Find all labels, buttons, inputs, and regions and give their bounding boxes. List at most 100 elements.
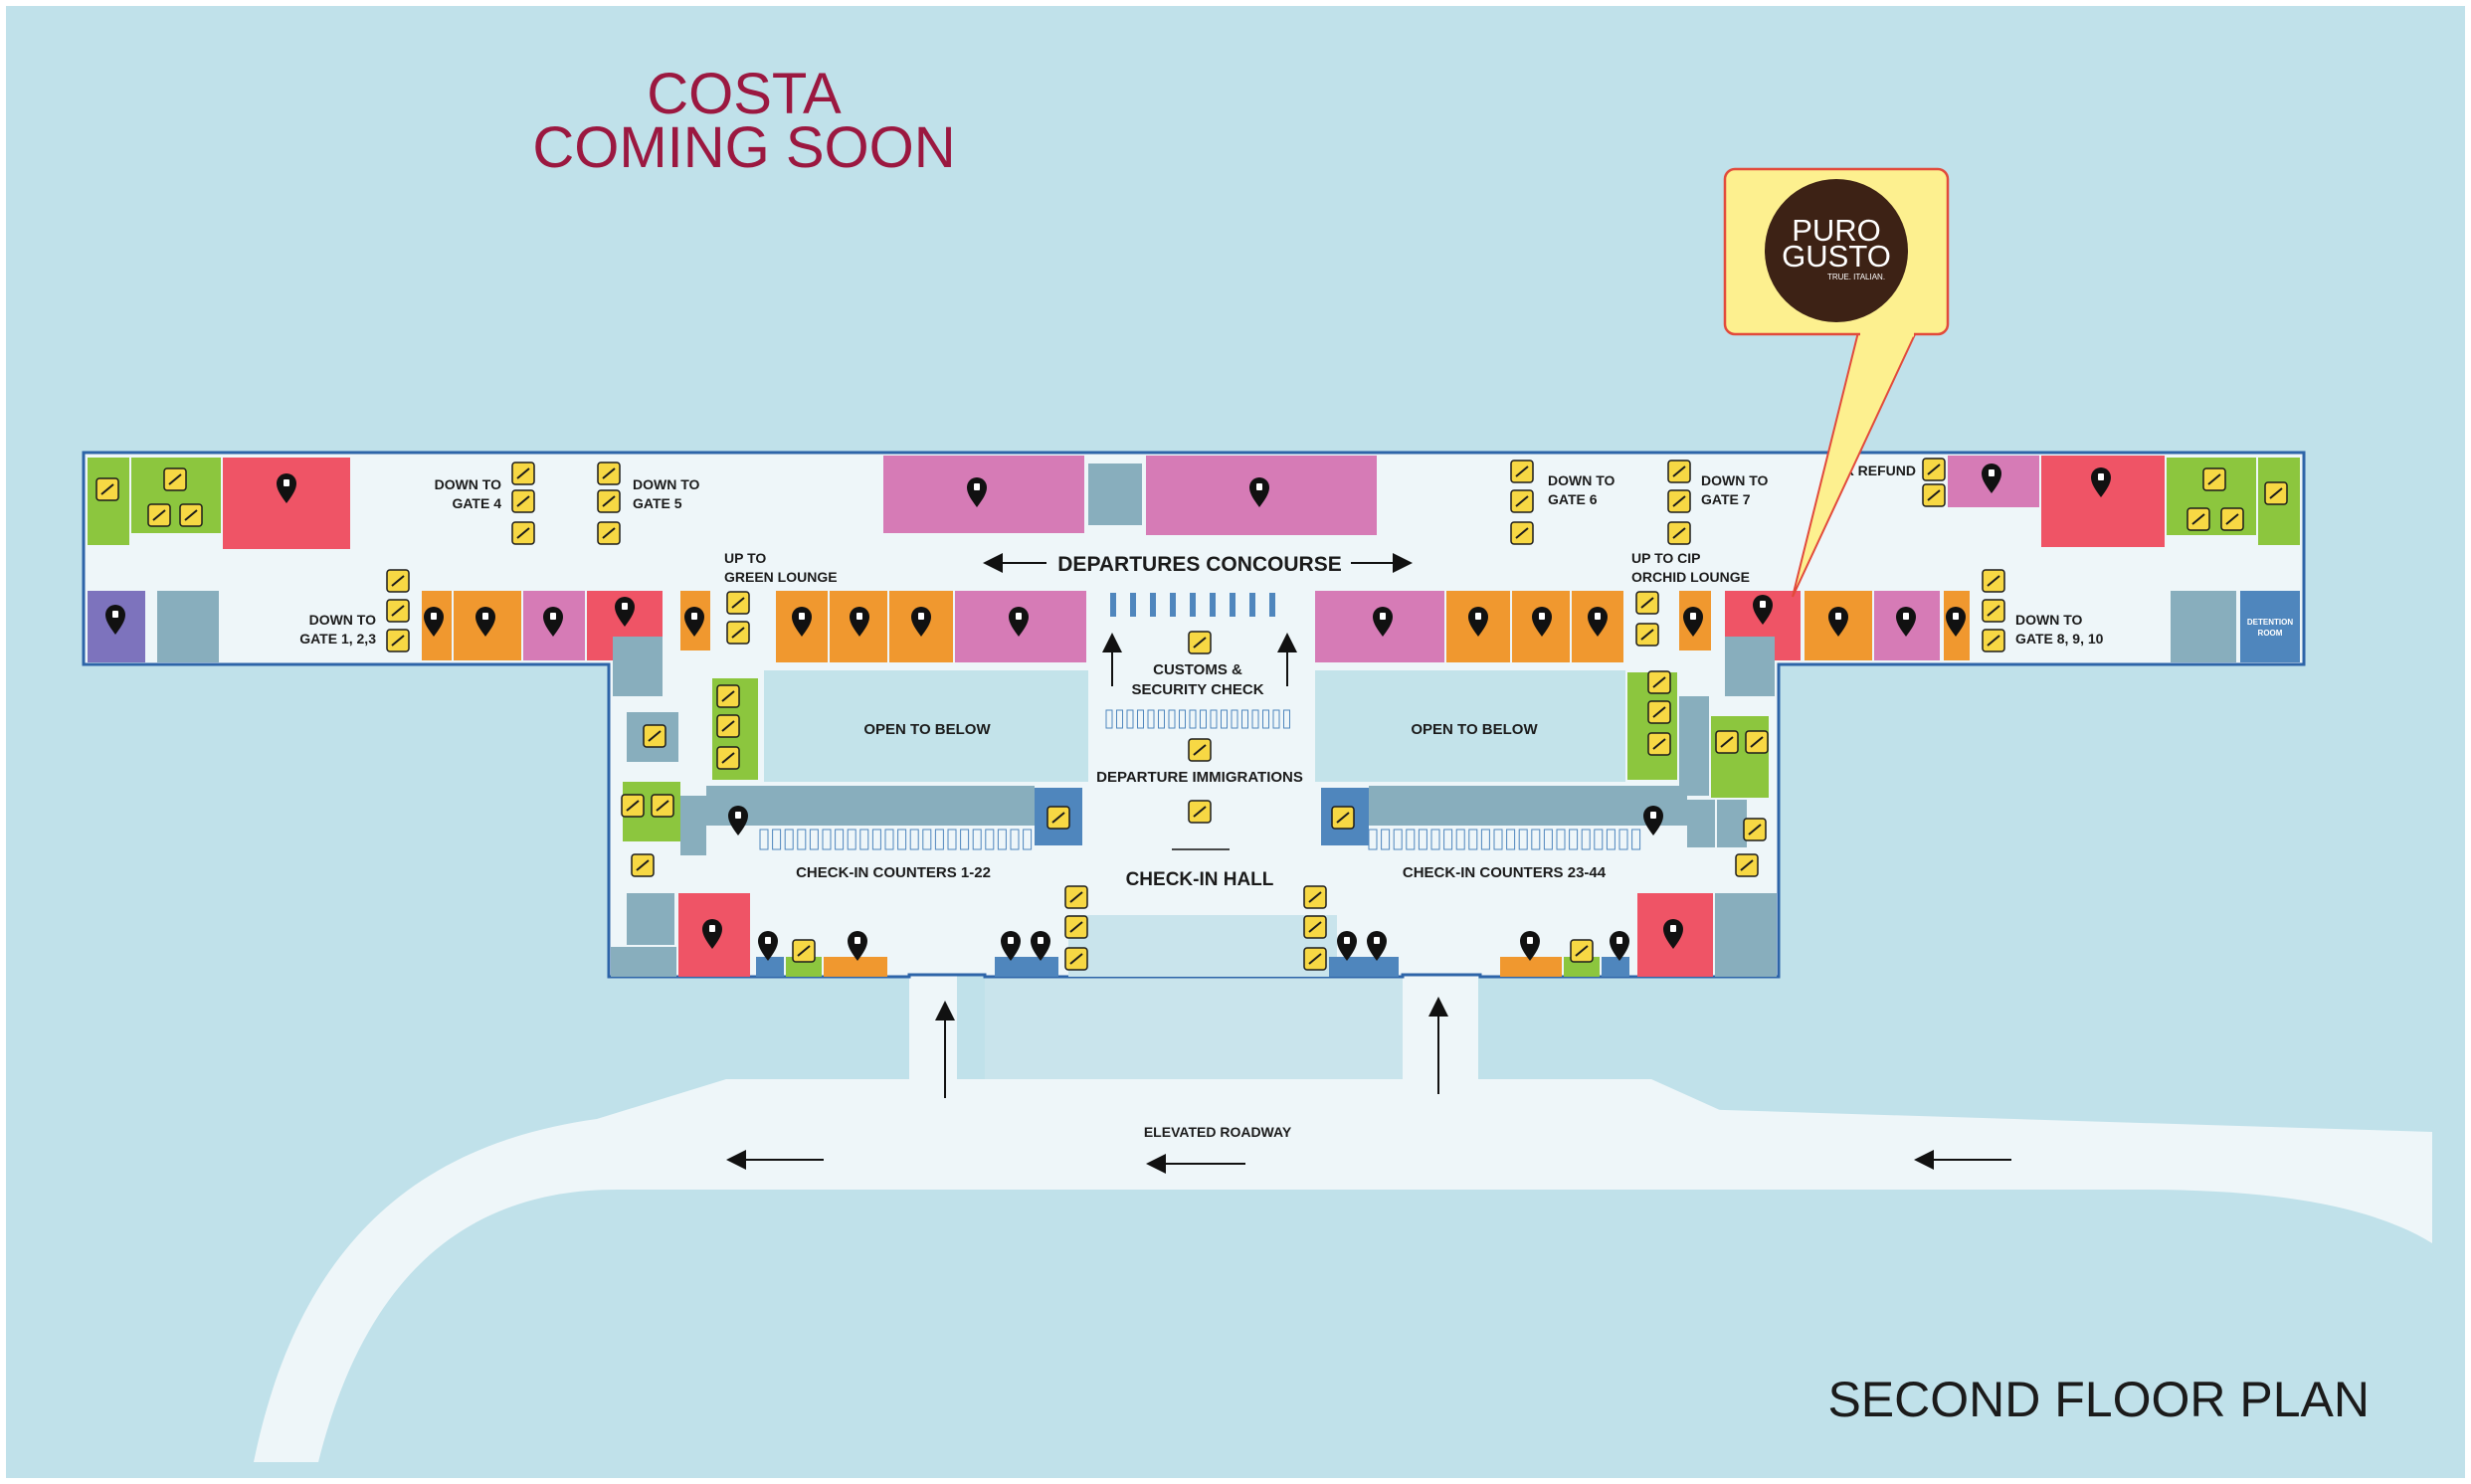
- check-in-counter: [985, 829, 995, 850]
- check-in-counter: [972, 829, 982, 850]
- shop-block: [824, 957, 887, 977]
- security-lane: [1230, 593, 1236, 617]
- immigration-desk: [1189, 709, 1197, 729]
- down-gate-8910-line1: DOWN TO: [2015, 612, 2083, 628]
- check-in-counter: [1631, 829, 1641, 850]
- service-block: [611, 947, 676, 977]
- counter-block: [995, 957, 1058, 977]
- check-in-counter: [909, 829, 919, 850]
- immigration-desk: [1116, 709, 1123, 729]
- check-in-counter: [871, 829, 881, 850]
- security-lane: [1130, 593, 1136, 617]
- down-gate-6-line1: DOWN TO: [1548, 472, 1616, 488]
- check-in-counter: [934, 829, 944, 850]
- immigration-desk: [1158, 709, 1165, 729]
- immigration-desk: [1272, 709, 1280, 729]
- counter-block: [1329, 957, 1399, 977]
- down-gate-8910-line2: GATE 8, 9, 10: [2015, 631, 2104, 647]
- check-in-counter: [1468, 829, 1478, 850]
- customs-label-line1: CUSTOMS &: [1153, 661, 1242, 678]
- down-gate-6-line2: GATE 6: [1548, 491, 1598, 507]
- amenity-block: [88, 458, 129, 545]
- brand-tagline: TRUE. ITALIAN.: [1827, 273, 1885, 281]
- service-block: [613, 637, 663, 696]
- check-in-counter: [1618, 829, 1628, 850]
- check-in-counter: [822, 829, 832, 850]
- open-to-below-left-label: OPEN TO BELOW: [863, 721, 991, 738]
- puro-gusto-logo: [1765, 179, 1908, 322]
- elevated-roadway: [254, 1079, 2432, 1462]
- immigration-desk: [1241, 709, 1248, 729]
- check-in-counter: [1543, 829, 1553, 850]
- immigration-desk: [1283, 709, 1290, 729]
- service-block: [1687, 800, 1715, 847]
- open-to-below-right-label: OPEN TO BELOW: [1411, 721, 1538, 738]
- check-in-counter: [1569, 829, 1579, 850]
- down-gate-4-line2: GATE 4: [452, 495, 501, 511]
- check-in-counter: [1480, 829, 1490, 850]
- brand-line1: PURO: [1792, 213, 1881, 248]
- up-green-lounge-line1: UP TO: [724, 550, 766, 566]
- check-in-counter: [772, 829, 782, 850]
- check-in-counter: [897, 829, 907, 850]
- restaurant-block: [223, 458, 350, 549]
- check-in-counter: [1518, 829, 1528, 850]
- open-to-below-left: [764, 670, 1088, 782]
- costa-banner-line2: COMING SOON: [532, 115, 955, 180]
- check-in-hall-label: CHECK-IN HALL: [1126, 869, 1274, 890]
- service-block: [1715, 947, 1777, 977]
- check-in-counter: [809, 829, 819, 850]
- immigration-desks: [1105, 709, 1290, 729]
- shop-block: [1500, 957, 1562, 977]
- immigration-desk: [1147, 709, 1155, 729]
- open-to-below-right: [1315, 670, 1625, 782]
- check-in-counter: [1381, 829, 1391, 850]
- check-in-counter: [1010, 829, 1020, 850]
- immigration-desk: [1262, 709, 1269, 729]
- check-in-counter: [847, 829, 856, 850]
- puro-gusto-callout[interactable]: PURO GUSTO TRUE. ITALIAN.: [1723, 167, 1950, 598]
- bridge-middle: [985, 975, 1403, 1079]
- immigration-desk: [1137, 709, 1144, 729]
- up-cip-lounge-line2: ORCHID LOUNGE: [1631, 569, 1750, 585]
- security-lane: [1269, 593, 1275, 617]
- counter-block: [756, 957, 784, 977]
- check-in-counter: [997, 829, 1007, 850]
- immigration-desk: [1251, 709, 1259, 729]
- check-in-hall-floor: [1068, 915, 1337, 977]
- check-in-counters-left-label: CHECK-IN COUNTERS 1-22: [796, 864, 991, 881]
- departures-concourse-label: DEPARTURES CONCOURSE: [1057, 553, 1341, 576]
- check-in-counter: [1531, 829, 1541, 850]
- down-gate-5-line1: DOWN TO: [633, 476, 700, 492]
- immigration-desk: [1210, 709, 1218, 729]
- service-block: [1679, 696, 1709, 796]
- security-lane: [1210, 593, 1216, 617]
- detention-room-line2: ROOM: [2258, 629, 2283, 638]
- service-block: [1717, 800, 1747, 847]
- check-in-counter: [1443, 829, 1453, 850]
- security-lane: [1110, 593, 1116, 617]
- elevated-roadway-label: ELEVATED ROADWAY: [1144, 1124, 1292, 1140]
- check-in-counter: [1556, 829, 1566, 850]
- check-in-counters-right: [1368, 829, 1641, 850]
- down-gate-7-line1: DOWN TO: [1701, 472, 1769, 488]
- costa-banner-line1: COSTA: [647, 62, 842, 126]
- check-in-counter: [947, 829, 957, 850]
- check-in-counter: [960, 829, 970, 850]
- check-in-counter: [1455, 829, 1465, 850]
- check-in-counter: [884, 829, 894, 850]
- check-in-counter: [759, 829, 769, 850]
- check-in-counter: [784, 829, 794, 850]
- check-in-counter: [1430, 829, 1440, 850]
- down-gate-5-line2: GATE 5: [633, 495, 682, 511]
- page-title: SECOND FLOOR PLAN: [1827, 1372, 2370, 1427]
- check-in-counter: [922, 829, 932, 850]
- check-in-counters-right-label: CHECK-IN COUNTERS 23-44: [1403, 864, 1607, 881]
- brand-line2: GUSTO: [1782, 239, 1891, 274]
- service-block: [2171, 591, 2236, 662]
- down-gate-123-line2: GATE 1, 2,3: [299, 631, 376, 647]
- check-in-counter: [1368, 829, 1378, 850]
- check-in-counter: [835, 829, 845, 850]
